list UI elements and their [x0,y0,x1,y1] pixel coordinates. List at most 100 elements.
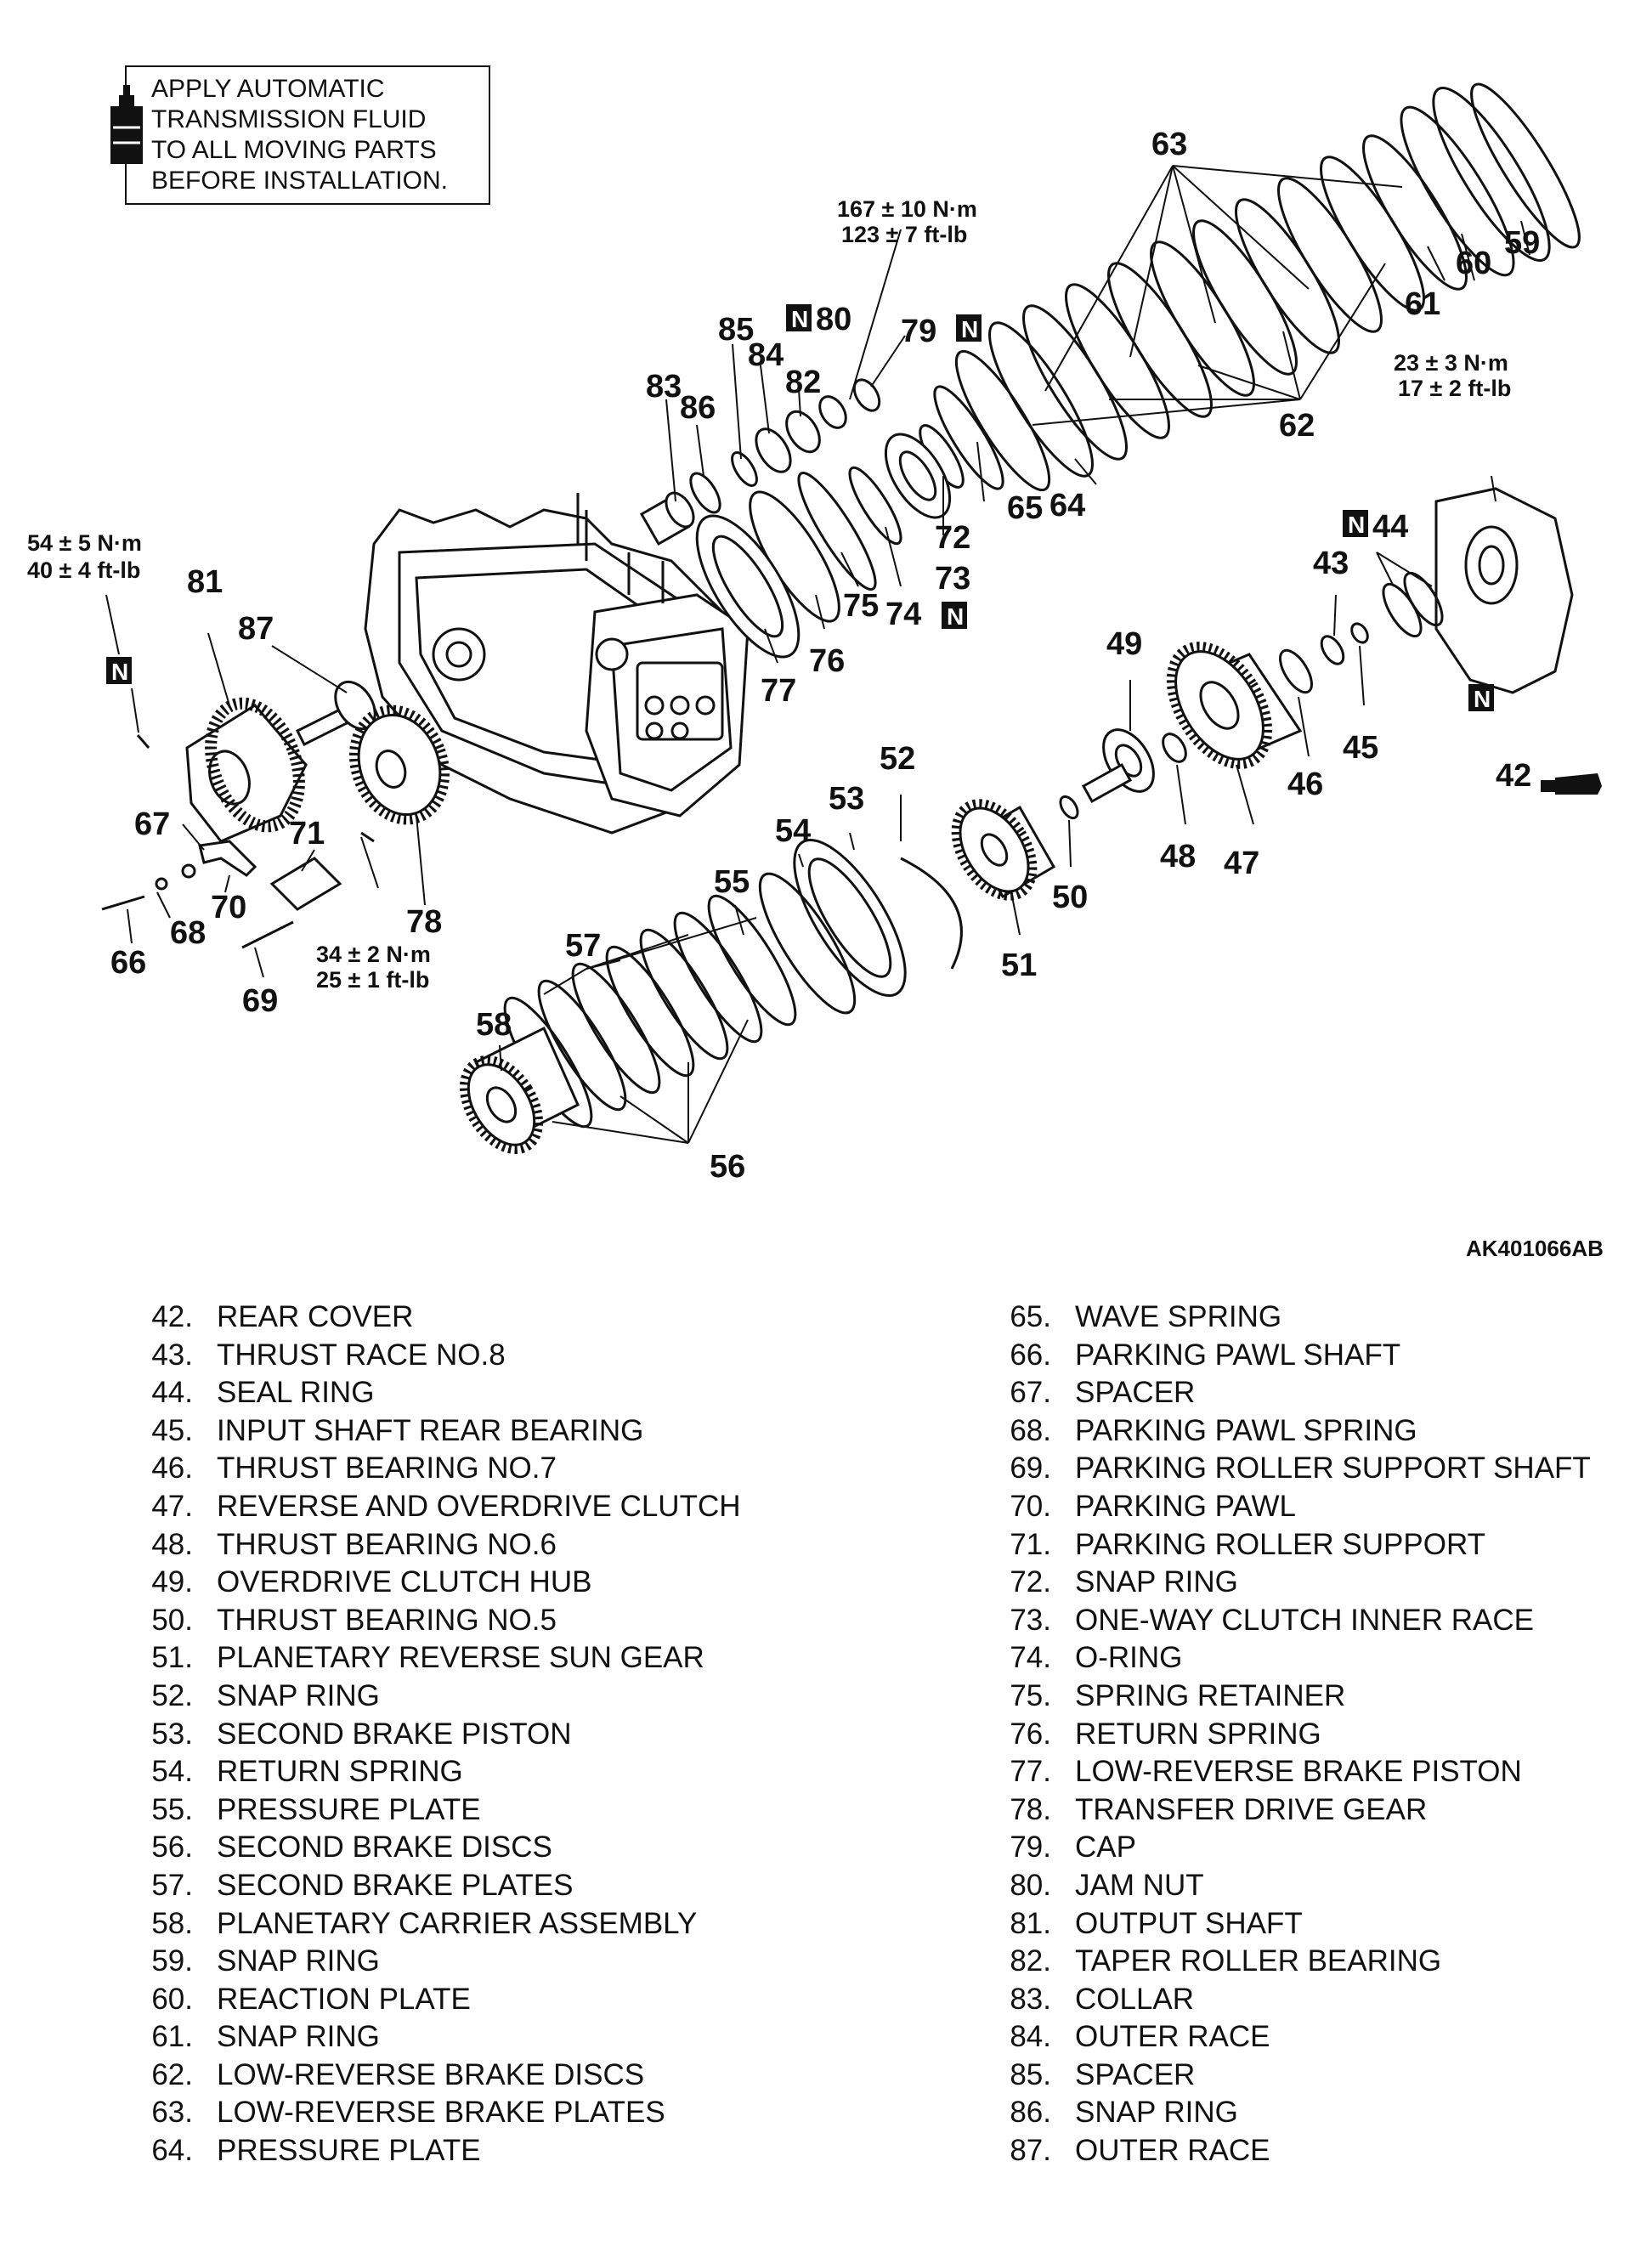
legend-item: 75.SPRING RETAINER [1010,1678,1346,1712]
fluid-note: APPLY AUTOMATIC TRANSMISSION FLUID TO AL… [110,65,490,205]
snap-ring-59 [1470,82,1581,249]
leader-lines [105,165,1530,1144]
taper-roller-bearing-82 [785,410,821,454]
spacer-85 [731,451,758,487]
callout-69: 69 [242,983,278,1019]
callout-55: 55 [714,864,750,900]
thrust-bearing-46 [1279,648,1313,694]
legend-item: 62.LOW-REVERSE BRAKE DISCS [151,2057,645,2091]
sealant-tube-icon [1541,773,1602,795]
legend-item: 63.LOW-REVERSE BRAKE PLATES [151,2096,665,2130]
callout-54: 54 [775,813,811,849]
legend-item: 49.OVERDRIVE CLUTCH HUB [151,1565,592,1599]
reaction-plate-60 [1432,87,1551,262]
callout-67: 67 [134,806,170,842]
rear-cover-42 [1434,487,1574,694]
legend-item: 47.REVERSE AND OVERDRIVE CLUTCH [151,1489,741,1523]
callout-58: 58 [476,1007,512,1043]
legend-item: 43.THRUST RACE NO.8 [151,1338,506,1372]
n-marker-74: N [942,602,967,630]
legend-item: 79.CAP [1010,1830,1136,1864]
callout-80: 80 [816,302,851,337]
legend-item: 51.PLANETARY REVERSE SUN GEAR [151,1641,704,1675]
callout-52: 52 [880,741,915,777]
callout-50: 50 [1052,880,1088,915]
callout-63: 63 [1151,127,1187,162]
callout-87: 87 [238,611,274,647]
callout-61: 61 [1405,286,1440,322]
torque-2-ftlb: 17 ± 2 ft-lb [1398,376,1511,401]
collar-83 [639,491,695,546]
torque-1-nm: 167 ± 10 N·m [837,196,977,222]
legend-item: 77.LOW-REVERSE BRAKE PISTON [1010,1755,1522,1789]
second-brake-piston-53 [793,838,907,998]
replace-markers: N N N N N N [106,304,1494,712]
callout-42: 42 [1496,758,1531,794]
svg-text:N: N [1348,512,1365,538]
n-marker-44: N [1343,510,1368,538]
parts-legend-left: 42.REAR COVER 43.THRUST RACE NO.8 44.SEA… [123,1300,888,2172]
torque-3-nm: 54 ± 5 N·m [27,530,142,556]
exploded-view-diagram: APPLY AUTOMATIC TRANSMISSION FLUID TO AL… [27,65,1604,1261]
thrust-bearing-50 [1059,795,1079,820]
callout-60: 60 [1456,246,1491,281]
legend-item: 81.OUTPUT SHAFT [1010,1906,1303,1940]
legend-item: 74.O-RING [1010,1641,1183,1675]
o-ring-74 [848,466,902,546]
callout-43: 43 [1313,546,1349,581]
reverse-overdrive-clutch-47 [1166,642,1303,769]
callout-64: 64 [1049,488,1085,523]
n-marker-80: N [786,304,812,332]
legend-item: 67.SPACER [1010,1376,1196,1410]
legend-item: 50.THRUST BEARING NO.5 [151,1603,557,1637]
callout-73: 73 [935,561,970,597]
callout-72: 72 [935,520,970,556]
legend-item: 45.INPUT SHAFT REAR BEARING [151,1413,644,1447]
output-shaft-81 [185,697,358,843]
parts-legend-right: 65.WAVE SPRING 66.PARKING PAWL SHAFT 67.… [982,1300,1652,2172]
legend-item: 69.PARKING ROLLER SUPPORT SHAFT [1010,1451,1591,1485]
note-line-2: TRANSMISSION FLUID [151,105,426,133]
legend-item: 70.PARKING PAWL [1010,1489,1296,1523]
wave-spring-65 [933,385,1004,490]
callout-56: 56 [710,1149,745,1185]
legend-item: 53.SECOND BRAKE PISTON [151,1717,572,1751]
callout-44: 44 [1372,509,1408,545]
svg-text:N: N [791,306,808,332]
callout-86: 86 [680,390,716,426]
transfer-drive-gear-78 [349,704,450,825]
parking-pawl-shaft-66 [101,895,145,911]
callout-57: 57 [565,928,601,964]
legend-item: 80.JAM NUT [1010,1868,1204,1902]
n-marker-81: N [106,657,132,685]
legend-item: 56.SECOND BRAKE DISCS [151,1830,552,1864]
callout-47: 47 [1224,846,1259,881]
callout-62: 62 [1279,408,1315,444]
output-shaft-group [101,680,450,949]
legend-item: 78.TRANSFER DRIVE GEAR [1010,1792,1428,1826]
planetary-reverse-sun-gear-51 [951,799,1056,901]
callout-76: 76 [809,643,845,679]
legend-item: 83.COLLAR [1010,1982,1195,2016]
legend-item: 82.TAPER ROLLER BEARING [1010,1944,1442,1978]
callout-48: 48 [1160,839,1196,874]
legend-item: 87.OUTER RACE [1010,2134,1270,2168]
note-line-3: TO ALL MOVING PARTS [151,136,437,164]
torque-2-nm: 23 ± 3 N·m [1394,350,1508,376]
legend-item: 42.REAR COVER [151,1300,414,1333]
legend-item: 84.OUTER RACE [1010,2020,1270,2054]
planetary-carrier-assembly-58 [460,1026,580,1154]
second-brake-group [460,894,797,1154]
snap-ring-61 [1400,105,1515,277]
outer-race-84 [755,427,792,473]
thrust-bearing-48 [1162,733,1187,763]
callout-53: 53 [829,781,864,817]
callout-75: 75 [843,588,879,624]
torque-3-ftlb: 40 ± 4 ft-lb [27,557,140,583]
note-line-4: BEFORE INSTALLATION. [151,167,448,195]
low-reverse-brake-piston-77 [695,514,801,659]
callout-79: 79 [901,314,936,349]
legend-item: 72.SNAP RING [1010,1565,1238,1599]
rear-cover-group [758,487,1574,1015]
callout-82: 82 [785,365,821,400]
